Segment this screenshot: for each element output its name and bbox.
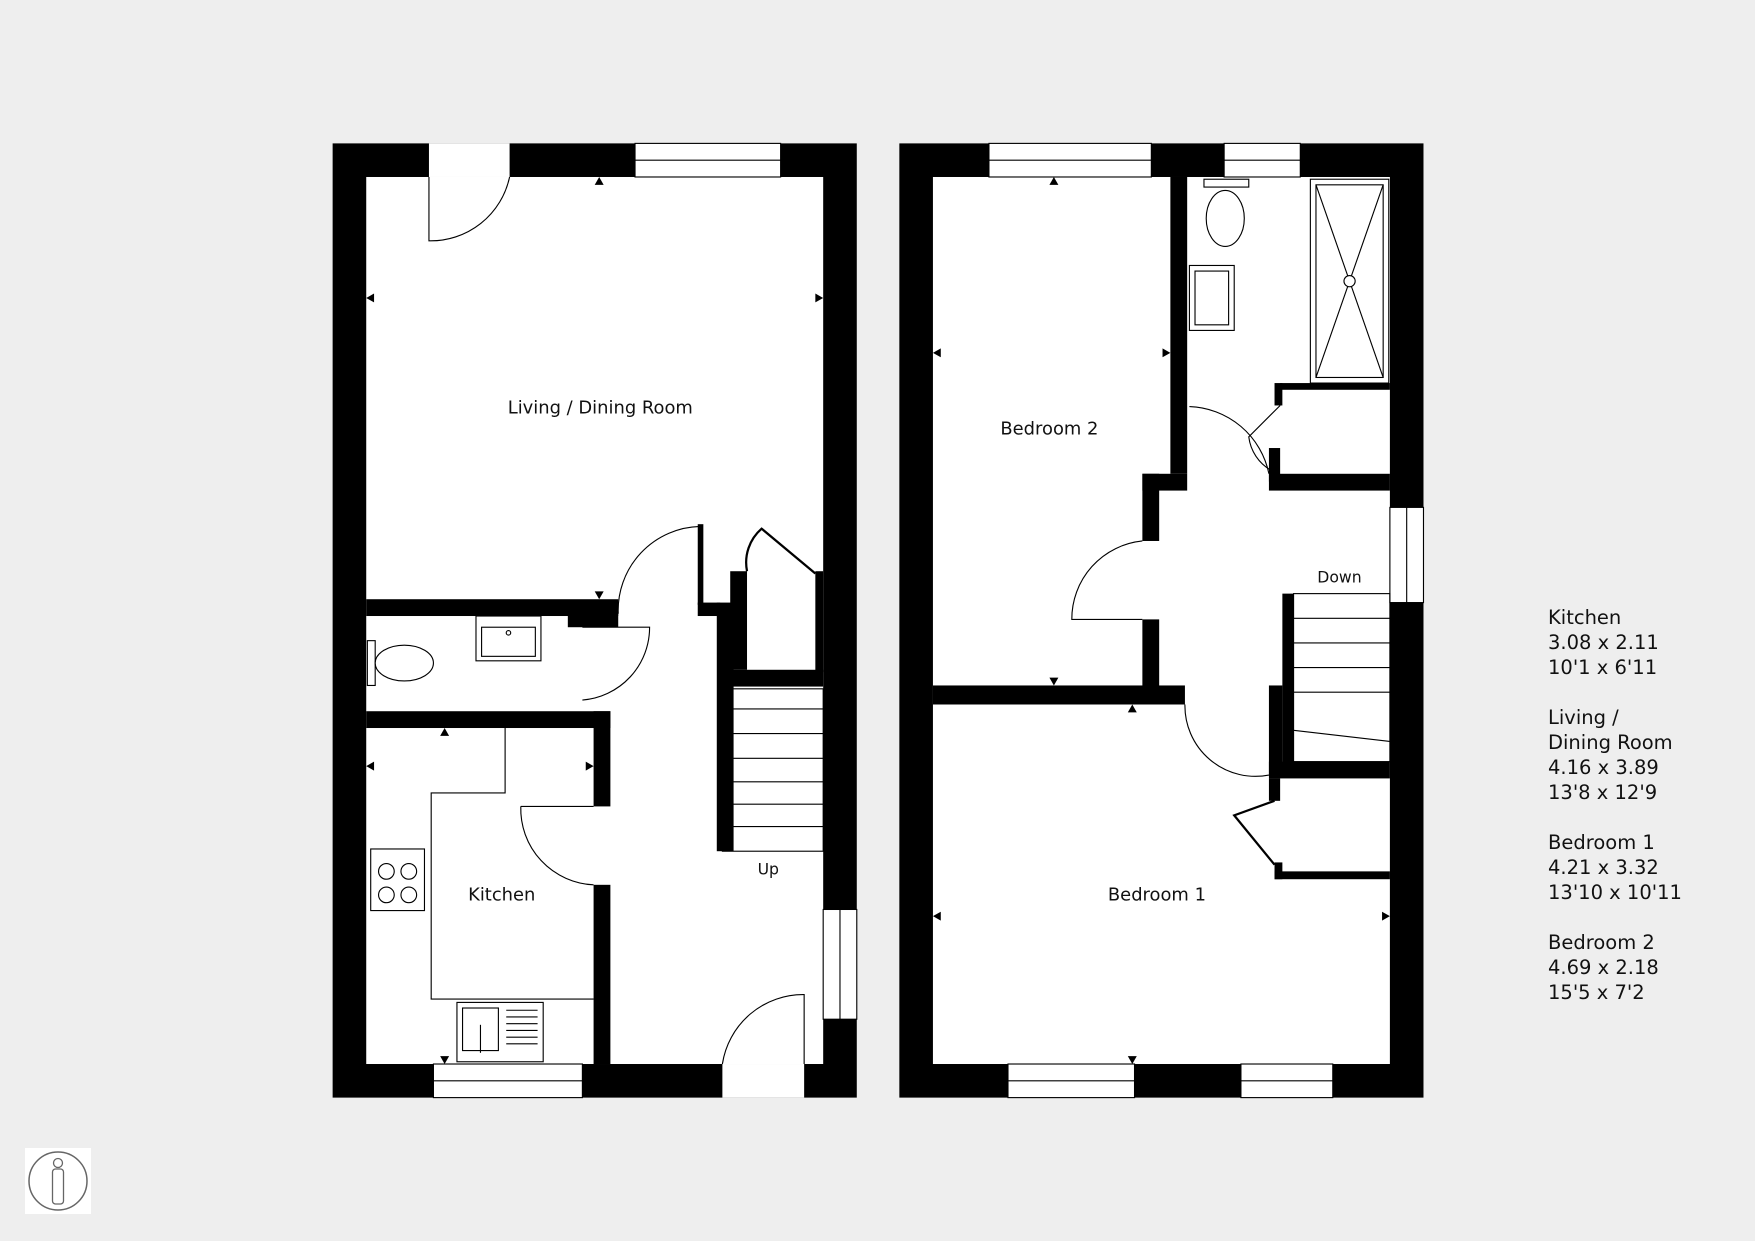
bedroom1-door-swing: [1184, 704, 1270, 777]
basin-icon: [1188, 264, 1235, 331]
wall: [366, 599, 619, 617]
wc-door-swing: [582, 626, 651, 701]
wall: [1274, 383, 1283, 406]
stairs-up-label: Up: [758, 860, 779, 879]
wall: [567, 613, 619, 628]
legend-metric: 4.21 x 3.32: [1548, 856, 1659, 879]
measurement-arrows: [366, 176, 824, 1065]
wall: [1268, 685, 1283, 776]
hob-icon: [370, 848, 426, 912]
back-door-opening: [722, 1064, 805, 1098]
legend-kitchen: Kitchen 3.08 x 2.11 10'1 x 6'11: [1548, 605, 1682, 680]
toilet-icon: [366, 640, 434, 687]
room-label-living: Living / Dining Room: [508, 397, 693, 418]
legend-bedroom1: Bedroom 1 4.21 x 3.32 13'10 x 10'11: [1548, 830, 1682, 905]
wall: [1268, 473, 1390, 491]
legend-imperial: 13'8 x 12'9: [1548, 781, 1658, 804]
window-bedroom1-right: [1240, 1063, 1334, 1099]
window-bedroom1-left: [1007, 1063, 1136, 1099]
wall: [593, 884, 611, 1065]
legend-room-name: Dining Room: [1548, 731, 1673, 754]
shower-icon: [1309, 178, 1390, 384]
window-kitchen: [432, 1063, 583, 1099]
wall: [1282, 593, 1294, 773]
measurement-arrows: [932, 176, 1390, 1065]
legend-imperial: 13'10 x 10'11: [1548, 881, 1682, 904]
window-bedroom2: [988, 142, 1152, 178]
back-door-swing: [721, 994, 805, 1065]
front-door-opening: [428, 143, 510, 177]
wardrobe-door-swing: [1232, 799, 1276, 866]
living-door-swing: [617, 525, 700, 614]
wall: [1268, 761, 1390, 779]
legend-metric: 4.16 x 3.89: [1548, 756, 1659, 779]
wall: [697, 524, 704, 605]
legend-imperial: 15'5 x 7'2: [1548, 981, 1645, 1004]
window-landing: [1389, 506, 1425, 604]
ground-floor: Living / Dining Room Kitchen Up: [332, 142, 858, 1099]
wall: [366, 711, 611, 729]
wall: [1274, 862, 1283, 880]
wall: [697, 602, 721, 617]
person-scale-icon: [25, 1148, 91, 1214]
wall: [1170, 176, 1188, 474]
cupboard-door-swing: [745, 527, 817, 575]
legend-imperial: 10'1 x 6'11: [1548, 656, 1658, 679]
wall: [593, 711, 611, 807]
window-bathroom: [1223, 142, 1301, 178]
kitchen-worktop: [430, 728, 594, 1000]
window-living: [634, 142, 782, 178]
legend-metric: 4.69 x 2.18: [1548, 956, 1659, 979]
wall: [730, 669, 824, 687]
room-label-bedroom1: Bedroom 1: [1108, 884, 1206, 905]
legend-living: Living / Dining Room 4.16 x 3.89 13'8 x …: [1548, 705, 1682, 805]
wall: [1280, 383, 1390, 390]
window-hall: [822, 908, 858, 1020]
stairs-down: [1293, 593, 1391, 763]
first-floor: Bedroom 2 Bedroom 1 Down: [899, 142, 1425, 1099]
sink-icon: [456, 1001, 544, 1063]
legend-room-name: Bedroom 1: [1548, 831, 1655, 854]
stairs-up: [721, 688, 824, 852]
wall: [730, 571, 748, 670]
legend-room-name: Kitchen: [1548, 606, 1622, 629]
bedroom2-door-swing: [1071, 540, 1143, 620]
toilet-icon: [1203, 178, 1250, 247]
wall: [1142, 473, 1160, 541]
basin-icon: [475, 615, 542, 662]
wall: [1268, 448, 1281, 482]
wall: [1274, 871, 1390, 880]
wall: [932, 685, 1185, 705]
kitchen-door-swing: [520, 806, 594, 886]
room-label-kitchen: Kitchen: [468, 884, 535, 905]
room-dimensions-legend: Kitchen 3.08 x 2.11 10'1 x 6'11 Living /…: [1548, 605, 1682, 1030]
front-door-swing: [428, 176, 511, 242]
cupboard-door-swing: [1248, 405, 1281, 471]
wall: [1268, 778, 1281, 801]
legend-bedroom2: Bedroom 2 4.69 x 2.18 15'5 x 7'2: [1548, 930, 1682, 1005]
wall: [716, 602, 734, 852]
legend-room-name: Living /: [1548, 706, 1619, 729]
room-label-bedroom2: Bedroom 2: [1000, 419, 1098, 440]
legend-room-name: Bedroom 2: [1548, 931, 1655, 954]
bathroom-door-swing: [1189, 406, 1270, 474]
legend-metric: 3.08 x 2.11: [1548, 631, 1659, 654]
wall: [815, 571, 824, 673]
stairs-down-label: Down: [1317, 567, 1361, 586]
wall: [1142, 619, 1160, 687]
